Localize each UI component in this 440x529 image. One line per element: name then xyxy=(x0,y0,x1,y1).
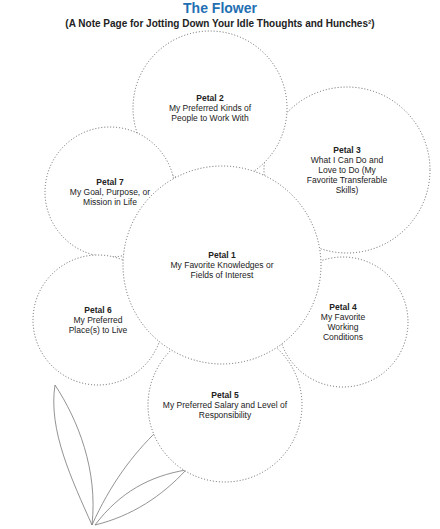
petal-heading: Petal 7 xyxy=(62,177,158,187)
petal-text-area: Petal 1My Favorite Knowledges or Fields … xyxy=(122,165,322,365)
petal-outline-circle xyxy=(278,257,408,387)
diagram-title: The Flower xyxy=(0,0,440,16)
petal-heading: Petal 3 xyxy=(304,145,390,155)
petal-body: My Preferred Salary and Level of Respons… xyxy=(161,400,289,420)
petal-text-block: Petal 4My Favorite Working Conditions xyxy=(313,302,373,342)
petal-text-block: Petal 6My Preferred Place(s) to Live xyxy=(62,305,134,335)
petal-body: My Favorite Knowledges or Fields of Inte… xyxy=(163,260,281,280)
petal-heading: Petal 5 xyxy=(161,390,289,400)
right-leaf xyxy=(95,470,186,525)
petal-outline-circle xyxy=(33,255,163,385)
petal-text-block: Petal 3What I Can Do and Love to Do (My … xyxy=(304,145,390,195)
petal-body: My Preferred Place(s) to Live xyxy=(62,315,134,335)
left-leaf xyxy=(54,385,93,525)
petal-body: My Favorite Working Conditions xyxy=(313,312,373,342)
petal-text-block: Petal 7My Goal, Purpose, or Mission in L… xyxy=(62,177,158,207)
petal-outline-circle xyxy=(148,328,302,482)
stem xyxy=(92,430,158,525)
petal-heading: Petal 2 xyxy=(160,93,260,103)
petal-body: My Preferred Kinds of People to Work Wit… xyxy=(160,103,260,123)
petal-heading: Petal 4 xyxy=(313,302,373,312)
petal-heading: Petal 6 xyxy=(62,305,134,315)
petal-outline-circle xyxy=(123,166,321,364)
subtitle-note: (A Note Page for Jotting Down Your Idle … xyxy=(0,17,440,30)
petal-text-block: Petal 2My Preferred Kinds of People to W… xyxy=(160,93,260,123)
petal-text-block: Petal 5My Preferred Salary and Level of … xyxy=(161,390,289,420)
petal-heading: Petal 1 xyxy=(163,250,281,260)
petal-text-block: Petal 1My Favorite Knowledges or Fields … xyxy=(163,250,281,280)
petal-circle: Petal 1My Favorite Knowledges or Fields … xyxy=(122,165,322,365)
petal-body: What I Can Do and Love to Do (My Favorit… xyxy=(304,155,390,195)
